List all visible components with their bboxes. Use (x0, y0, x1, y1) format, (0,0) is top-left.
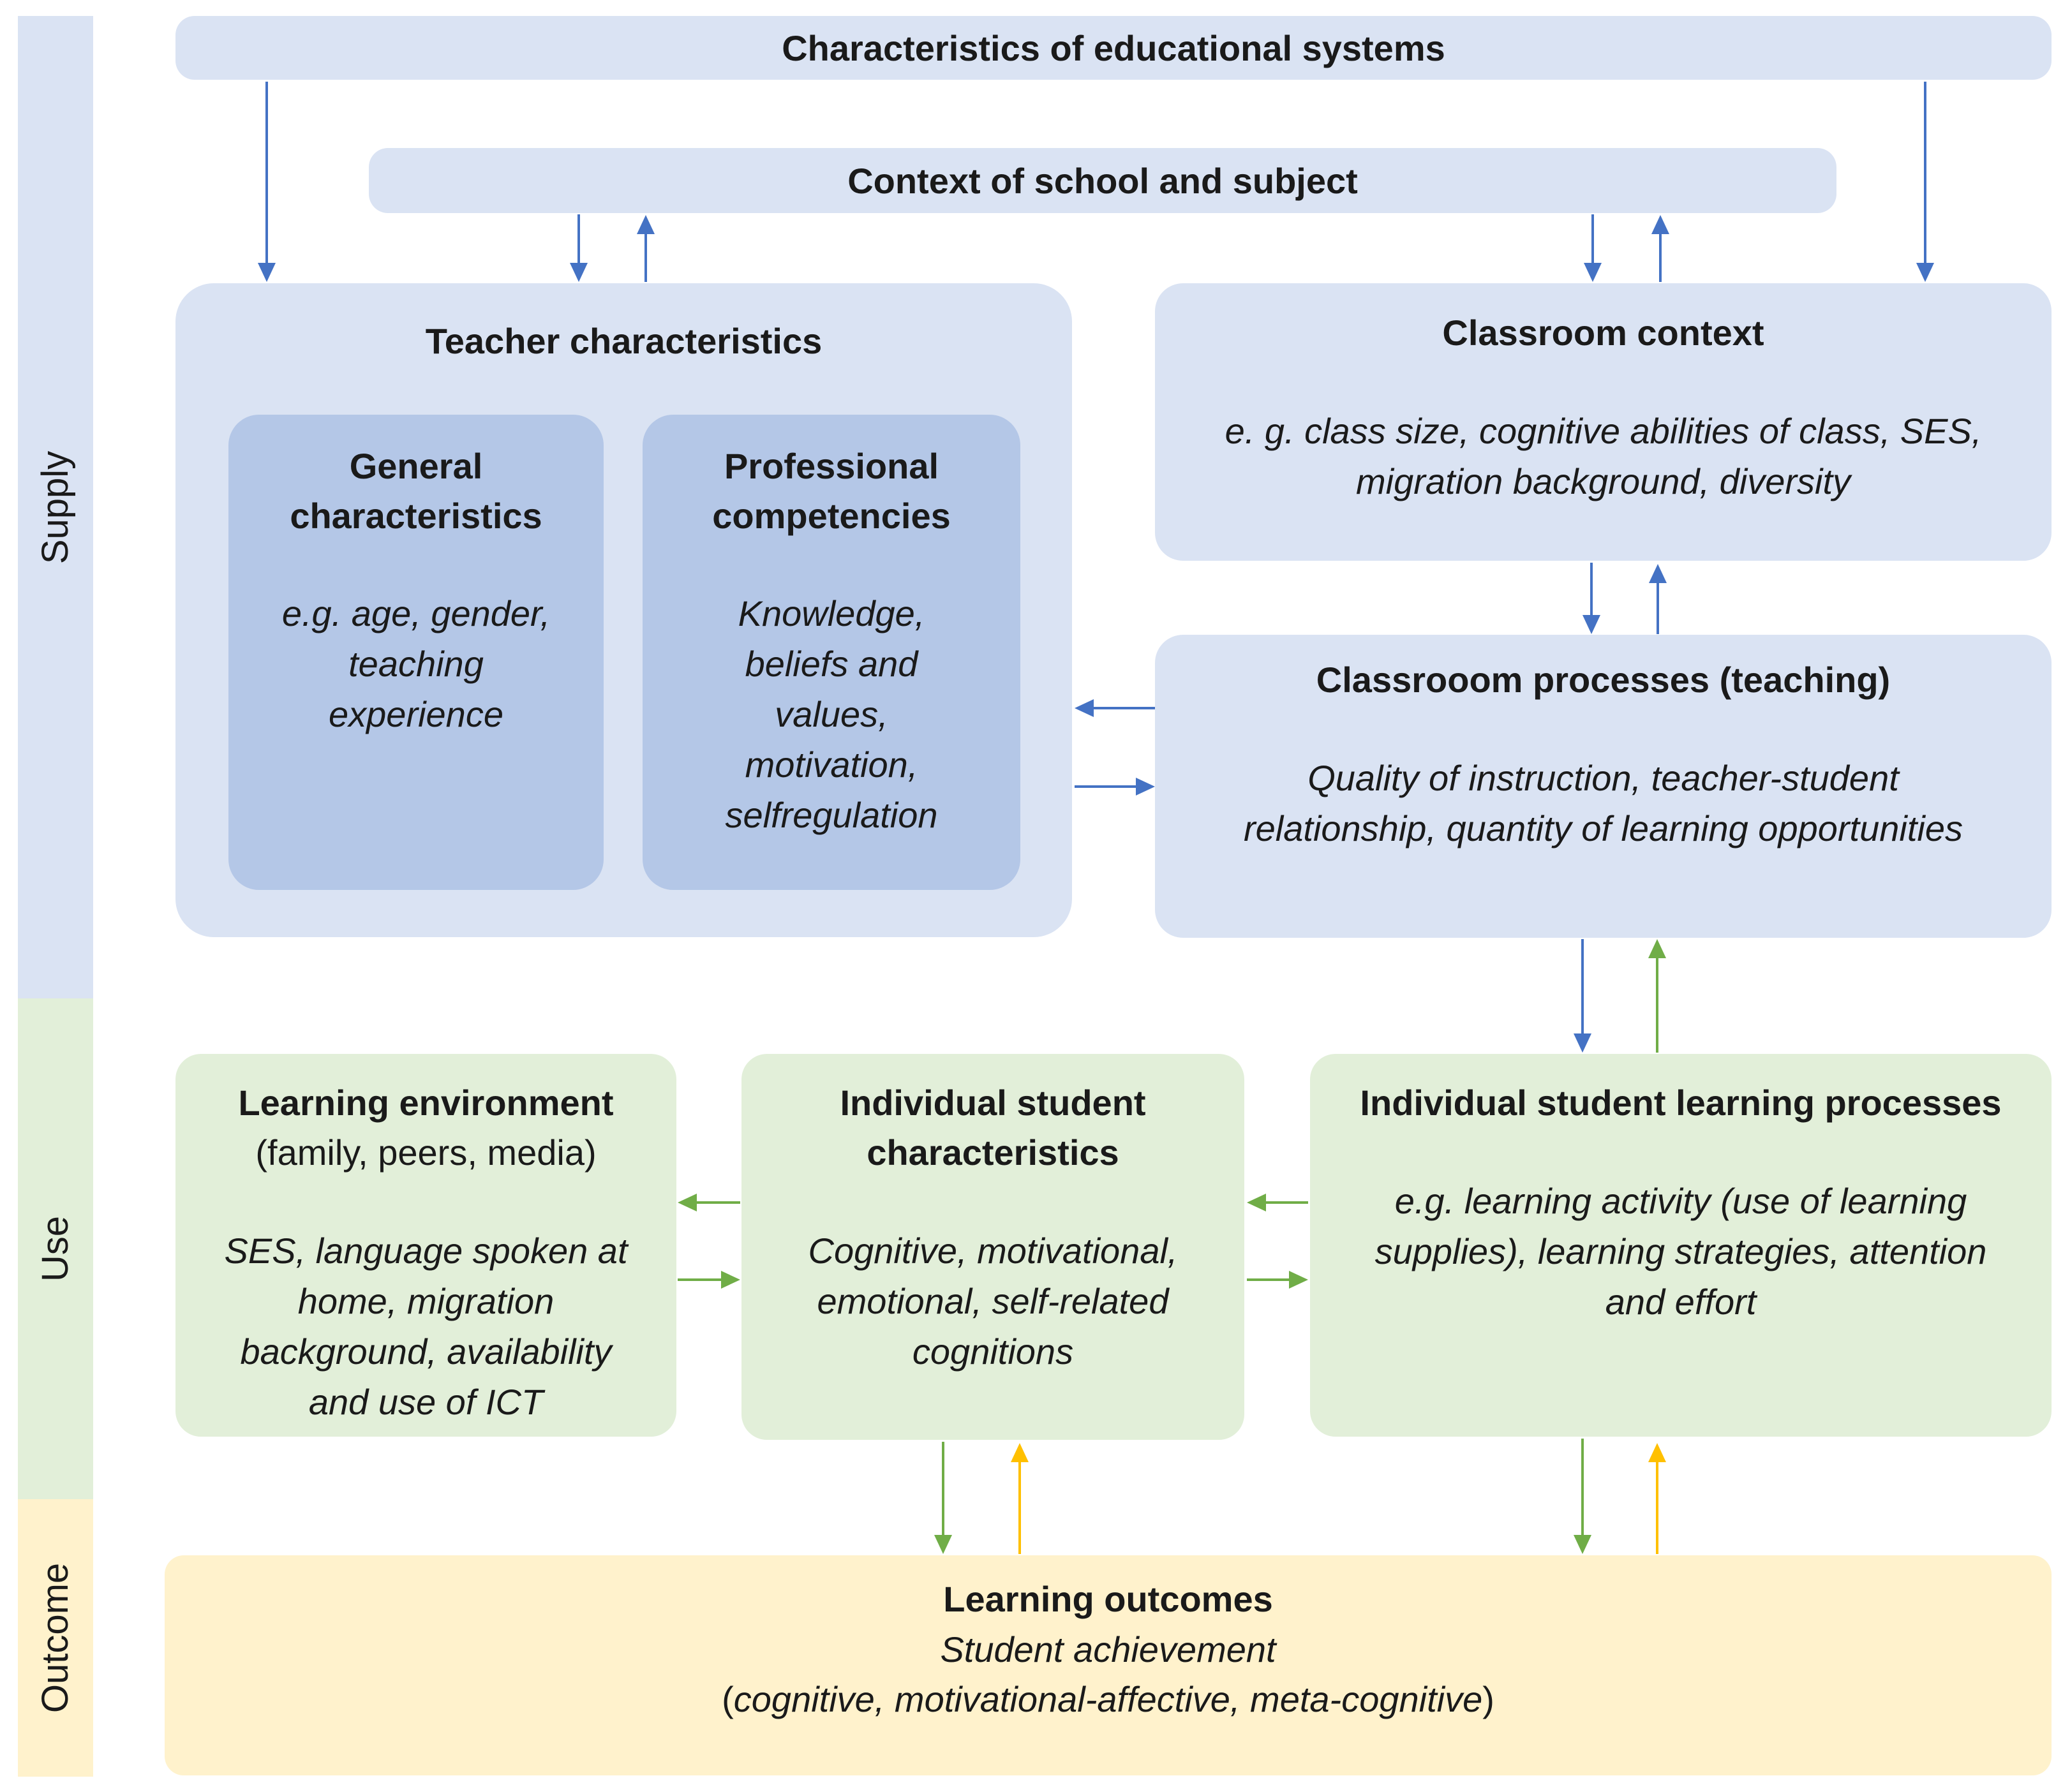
professional-title-line1: Professional (724, 446, 939, 486)
professional-desc-3: values, (775, 694, 888, 734)
learning-outcomes-paren-open: ( (722, 1679, 734, 1719)
arrow-head (1574, 1535, 1591, 1554)
classroom-context-title: Classroom context (1442, 313, 1764, 353)
arrow-head (1649, 564, 1667, 583)
arrow-head (1574, 1033, 1591, 1053)
learning-outcomes-line1: Student achievement (940, 1629, 1276, 1670)
school-context-bar: Context of school and subject (369, 148, 1836, 213)
arrow-head (934, 1535, 952, 1554)
classroom-context-desc-2: migration background, diversity (1355, 461, 1851, 501)
learning-outcomes-box: Learning outcomes Student achievement (c… (165, 1555, 2052, 1775)
arrow-head (721, 1271, 740, 1289)
yellow-arrows (1011, 1443, 1666, 1554)
arrow-head (1584, 263, 1602, 282)
general-title-line1: General (349, 446, 483, 486)
learning-environment-desc-2: home, migration (297, 1281, 555, 1321)
general-desc-1: e.g. age, gender, (281, 593, 551, 633)
general-title-line2: characteristics (290, 496, 542, 536)
learning-outcomes-paren-close: ) (1482, 1679, 1494, 1719)
professional-desc-4: motivation, (745, 744, 918, 785)
classroom-processes-box: Classrooom processes (teaching) Quality … (1155, 635, 2052, 938)
arrow-head (1583, 615, 1600, 634)
teacher-characteristics-title: Teacher characteristics (425, 321, 823, 361)
classroom-context-box: Classroom context e. g. class size, cogn… (1155, 283, 2052, 561)
arrow-head (1648, 1443, 1666, 1462)
classroom-processes-title: Classrooom processes (teaching) (1316, 660, 1891, 700)
school-context-label: Context of school and subject (847, 160, 1358, 201)
student-learning-processes-desc-1: e.g. learning activity (use of learning (1394, 1181, 1967, 1221)
arrow-head (637, 215, 655, 234)
student-learning-processes-title: Individual student learning processes (1360, 1083, 2002, 1123)
arrow-head (570, 263, 588, 282)
student-learning-processes-desc-2: supplies), learning strategies, attentio… (1374, 1231, 1987, 1271)
professional-competencies-box: Professional competencies Knowledge, bel… (643, 415, 1020, 890)
learning-outcomes-line2: (cognitive, motivational-affective, meta… (722, 1675, 1494, 1724)
arrow-head (1289, 1271, 1308, 1289)
green-arrows (678, 939, 1666, 1554)
outcome-band (18, 1499, 93, 1777)
student-learning-processes-desc-3: and effort (1605, 1282, 1757, 1322)
general-desc-2: teaching (348, 644, 484, 684)
general-desc-3: experience (329, 694, 503, 734)
professional-desc-2: beliefs and (745, 644, 918, 684)
student-characteristics-box: Individual student characteristics Cogni… (741, 1054, 1244, 1440)
classroom-context-desc-1: e. g. class size, cognitive abilities of… (1225, 411, 1982, 451)
student-characteristics-desc-1: Cognitive, motivational, (808, 1231, 1178, 1271)
supply-band (18, 16, 93, 998)
student-characteristics-desc-3: cognitions (912, 1331, 1074, 1372)
learning-environment-desc-3: background, availability (240, 1331, 612, 1372)
arrow-head (1011, 1443, 1029, 1462)
blue-arrows (258, 82, 1934, 1053)
arrow-head (1916, 263, 1934, 282)
classroom-processes-desc-1: Quality of instruction, teacher-student (1307, 758, 1899, 798)
professional-desc-5: selfregulation (725, 795, 938, 835)
classroom-processes-desc-2: relationship, quantity of learning oppor… (1244, 808, 1963, 848)
student-characteristics-title-line1: Individual student (840, 1083, 1146, 1123)
learning-environment-desc-4: and use of ICT (308, 1382, 544, 1422)
general-characteristics-box: General characteristics e.g. age, gender… (228, 415, 604, 890)
learning-environment-title: Learning environment (238, 1083, 614, 1123)
student-learning-processes-box: Individual student learning processes e.… (1310, 1054, 2052, 1437)
professional-title-line2: competencies (712, 496, 951, 536)
arrow-head (258, 263, 276, 282)
arrow-head (1075, 699, 1094, 717)
arrow-head (1247, 1194, 1266, 1211)
learning-outcomes-title: Learning outcomes (943, 1579, 1273, 1619)
use-band (18, 998, 93, 1499)
learning-environment-box: Learning environment (family, peers, med… (175, 1054, 676, 1437)
arrow-head (1136, 778, 1155, 796)
student-characteristics-desc-2: emotional, self-related (817, 1281, 1169, 1321)
educational-systems-label: Characteristics of educational systems (782, 27, 1445, 68)
arrow-head (1648, 939, 1666, 958)
learning-environment-subtitle: (family, peers, media) (255, 1132, 597, 1173)
student-characteristics-title-line2: characteristics (867, 1132, 1119, 1173)
learning-outcomes-categories: cognitive, motivational-affective, meta-… (733, 1679, 1483, 1719)
professional-desc-1: Knowledge, (738, 593, 925, 633)
arrow-head (1651, 215, 1669, 234)
educational-systems-bar: Characteristics of educational systems (175, 16, 2052, 80)
learning-environment-desc-1: SES, language spoken at (224, 1231, 628, 1271)
arrow-head (678, 1194, 697, 1211)
